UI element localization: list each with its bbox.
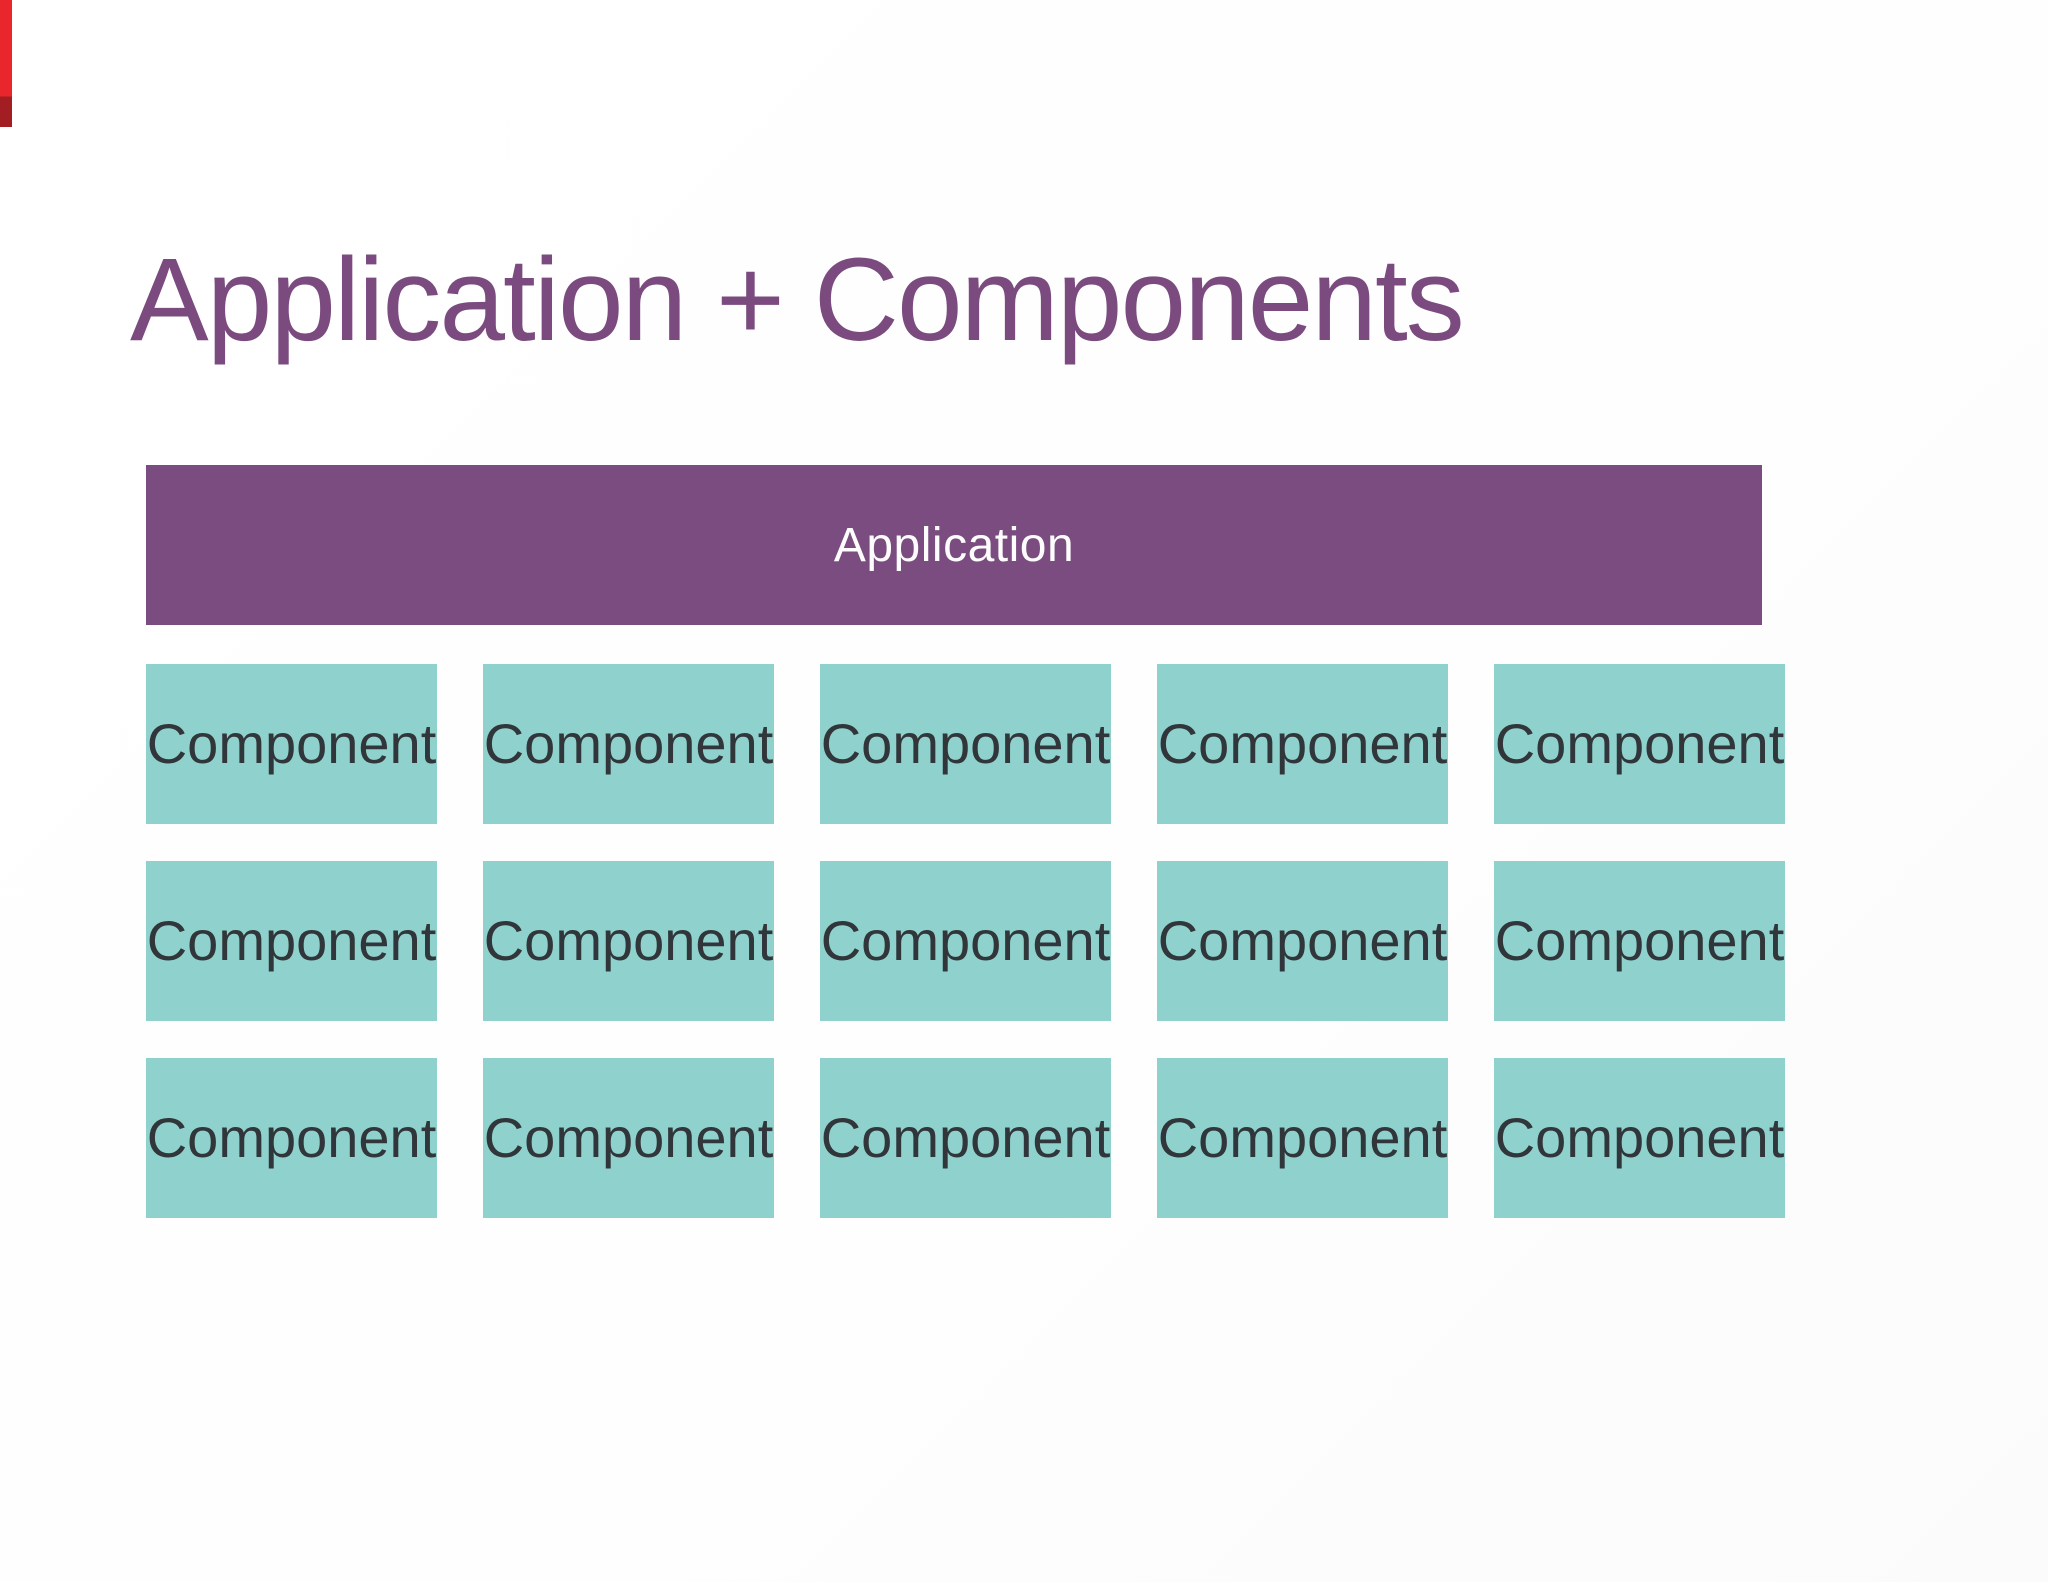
component-box: Component (1157, 1058, 1448, 1218)
component-box-label: Component (1494, 909, 1785, 972)
component-box: Component (483, 1058, 774, 1218)
component-box: Component (1157, 664, 1448, 824)
component-box-label: Component (146, 1106, 437, 1169)
component-box-label: Component (483, 1106, 774, 1169)
component-box: Component (483, 664, 774, 824)
red-accent-bar (0, 0, 12, 127)
application-bar-label: Application (833, 518, 1075, 572)
component-box-label: Component (820, 712, 1111, 775)
component-grid: Component Component Component Component … (146, 664, 1785, 1218)
slide-title: Application + Components (130, 234, 1465, 367)
component-box-label: Component (1157, 909, 1448, 972)
application-bar: Application (146, 465, 1762, 625)
component-box: Component (1157, 861, 1448, 1021)
component-box-label: Component (1157, 1106, 1448, 1169)
component-box: Component (483, 861, 774, 1021)
component-box: Component (146, 1058, 437, 1218)
component-box: Component (820, 1058, 1111, 1218)
component-box: Component (146, 861, 437, 1021)
component-box-label: Component (1157, 712, 1448, 775)
component-box: Component (1494, 664, 1785, 824)
component-box-label: Component (146, 712, 437, 775)
component-box-label: Component (1494, 1106, 1785, 1169)
component-box: Component (1494, 861, 1785, 1021)
component-box: Component (146, 664, 437, 824)
component-box-label: Component (483, 712, 774, 775)
component-box-label: Component (820, 909, 1111, 972)
component-box-label: Component (146, 909, 437, 972)
component-box-label: Component (483, 909, 774, 972)
component-box-label: Component (1494, 712, 1785, 775)
component-box: Component (1494, 1058, 1785, 1218)
component-box: Component (820, 861, 1111, 1021)
component-box-label: Component (820, 1106, 1111, 1169)
component-box: Component (820, 664, 1111, 824)
